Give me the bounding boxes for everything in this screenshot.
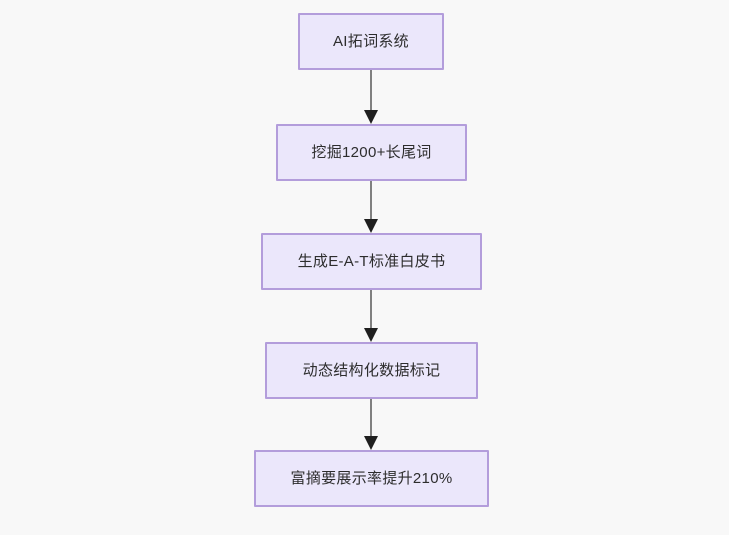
flowchart-node-n3[interactable]: 生成E-A-T标准白皮书	[261, 233, 482, 290]
edge-n1-to-n2	[364, 70, 378, 124]
arrowhead-icon	[364, 110, 378, 124]
flowchart-node-label: 生成E-A-T标准白皮书	[297, 252, 446, 270]
edge-n4-to-n5	[364, 398, 378, 450]
edge-n3-to-n4	[364, 289, 378, 342]
flowchart-node-label: 富摘要展示率提升210%	[290, 469, 453, 487]
flowchart-node-n2[interactable]: 挖掘1200+长尾词	[276, 124, 467, 181]
arrowhead-icon	[364, 328, 378, 342]
arrowhead-icon	[364, 436, 378, 450]
flowchart-node-n4[interactable]: 动态结构化数据标记	[265, 342, 478, 399]
flowchart-node-label: 动态结构化数据标记	[302, 361, 441, 379]
flowchart-node-label: 挖掘1200+长尾词	[311, 143, 432, 161]
edge-n2-to-n3	[364, 181, 378, 233]
flowchart-node-label: AI拓词系统	[333, 32, 409, 50]
flowchart-node-n5[interactable]: 富摘要展示率提升210%	[254, 450, 489, 507]
flowchart-node-n1[interactable]: AI拓词系统	[298, 13, 444, 70]
arrowhead-icon	[364, 219, 378, 233]
